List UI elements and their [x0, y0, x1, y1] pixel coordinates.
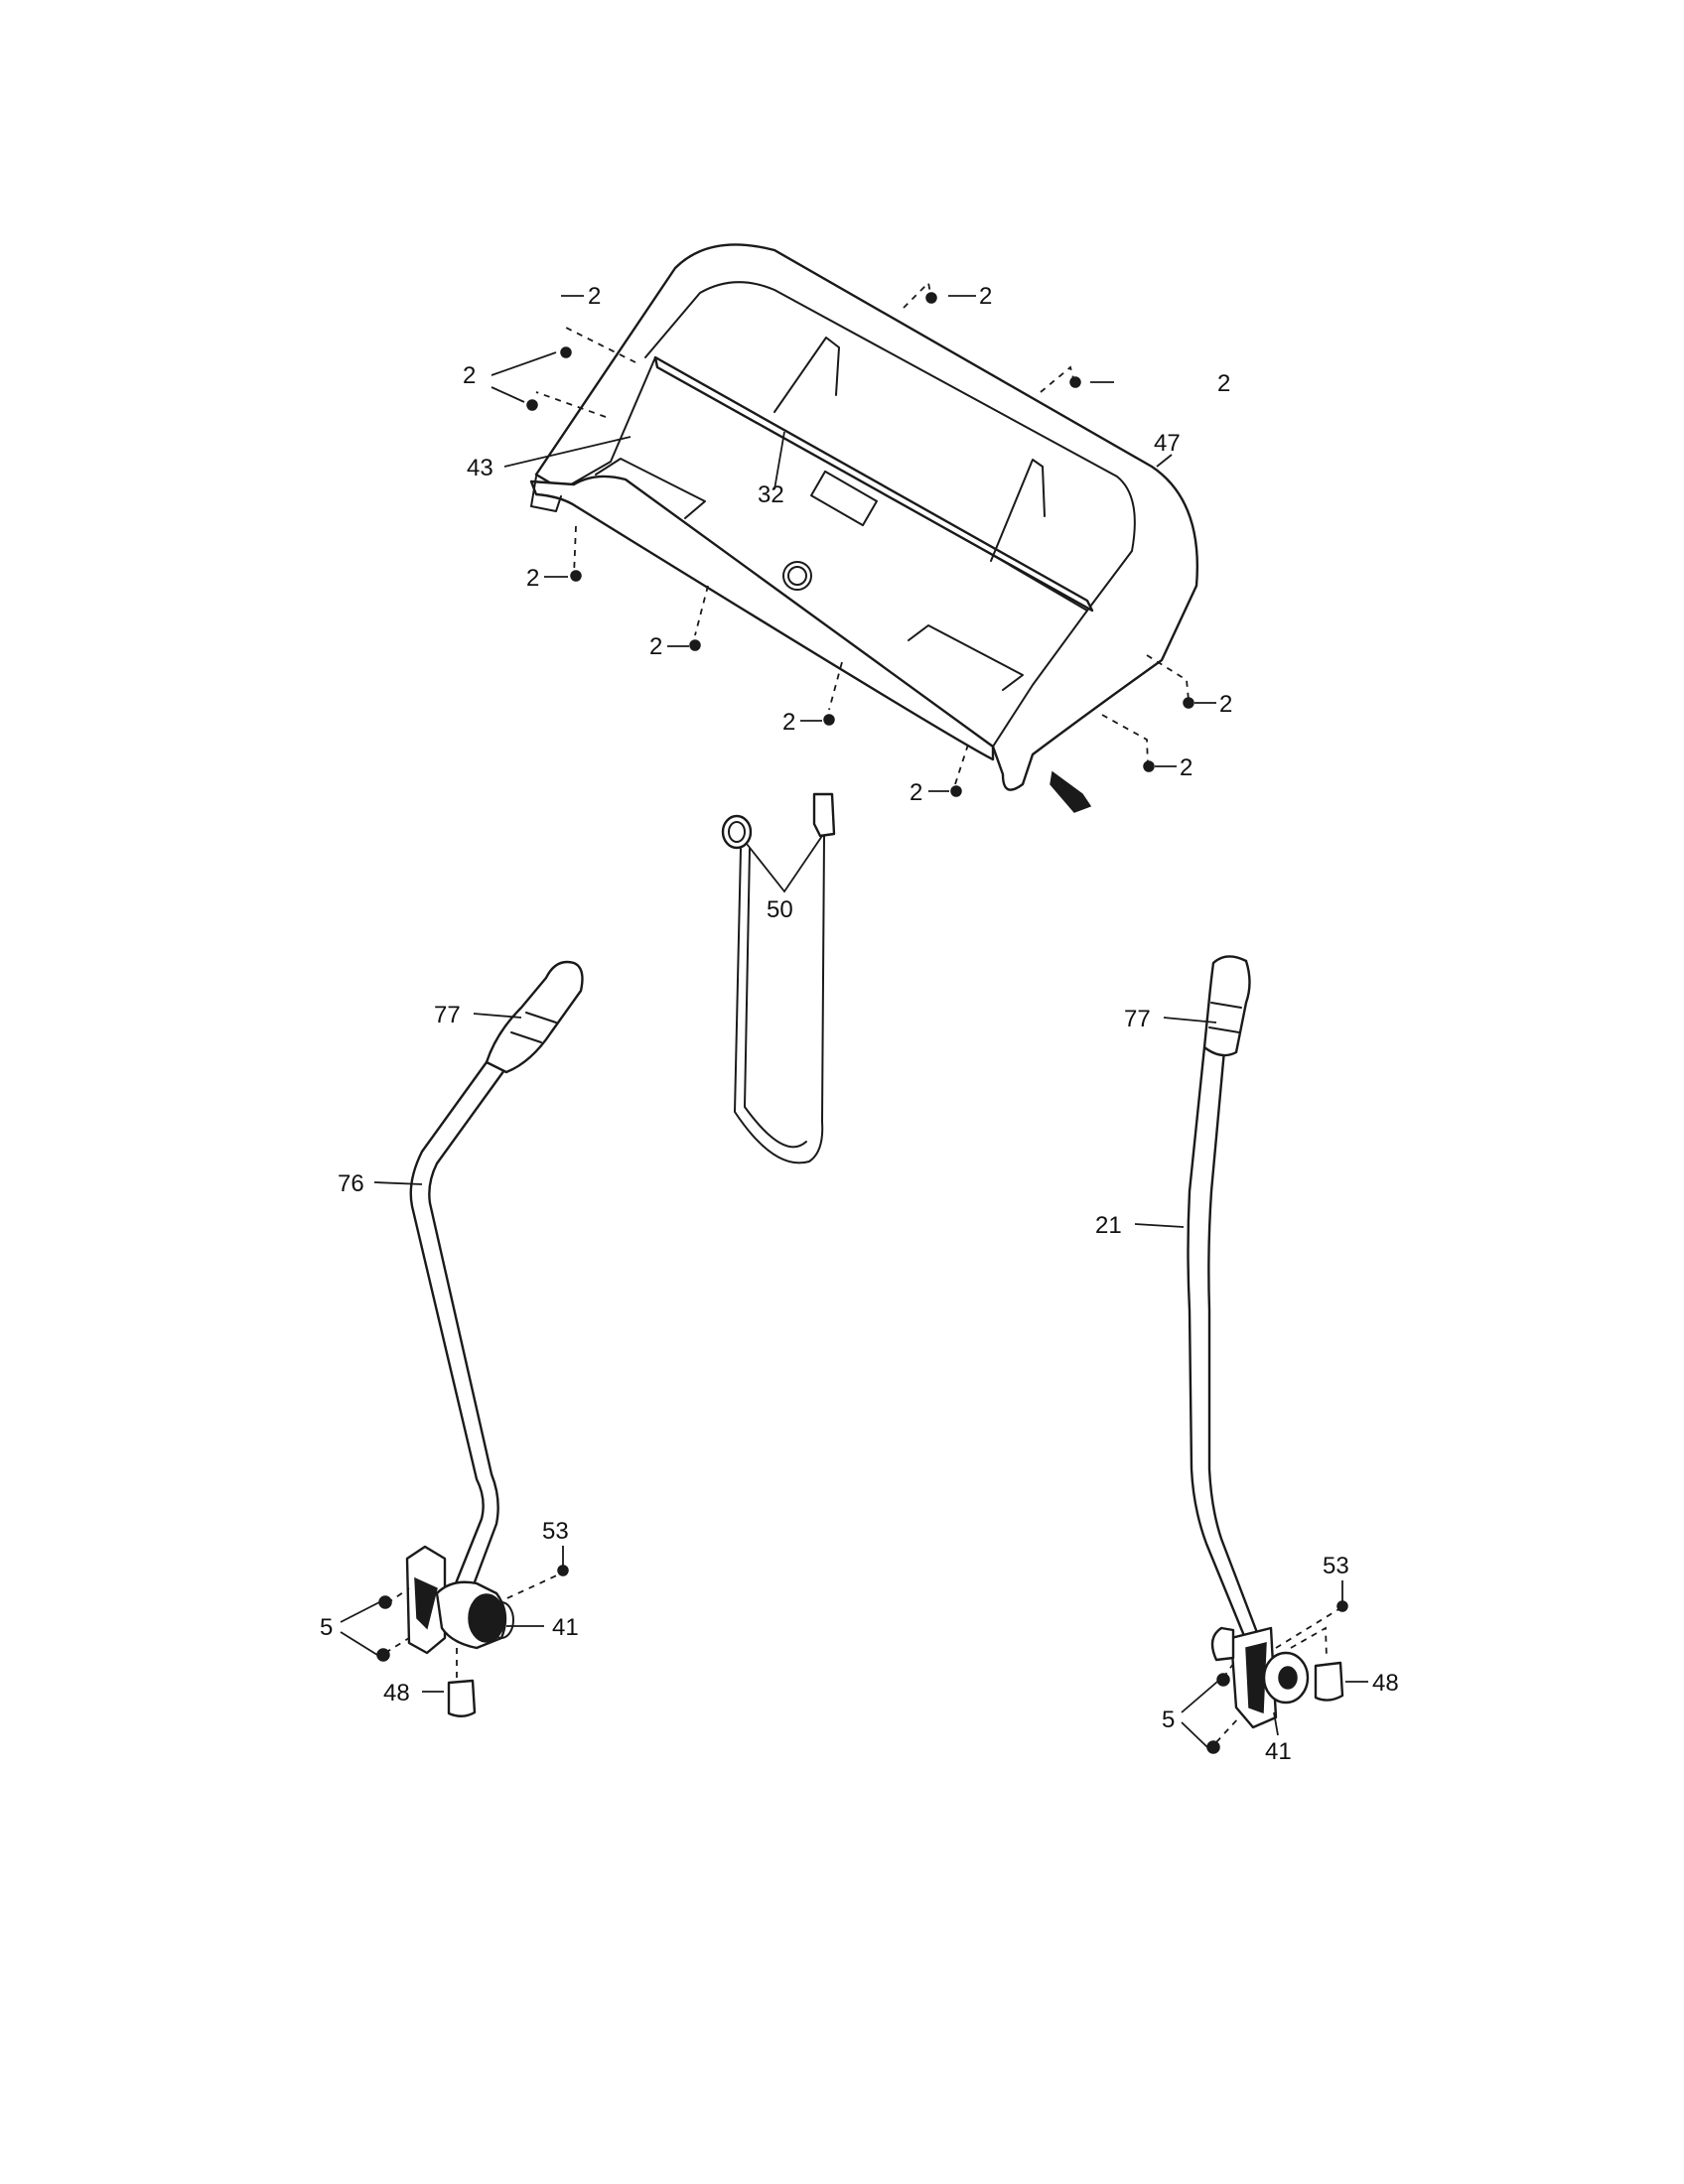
callout-2: 2: [782, 709, 795, 736]
leader-lines: [340, 295, 1368, 1748]
console-display-window: [810, 470, 878, 527]
right-upright-assembly: [1187, 955, 1348, 1754]
callout-50: 50: [767, 896, 793, 923]
callout-47: 47: [1154, 430, 1181, 457]
callout-21: 21: [1095, 1212, 1122, 1239]
screw-icon: [950, 785, 962, 797]
left-upright-assembly: [376, 960, 584, 1717]
console-divider-right: [990, 459, 1046, 562]
callout-2: 2: [526, 565, 539, 592]
callout-2: 2: [1180, 754, 1193, 781]
console-key-hole-outer: [782, 561, 812, 591]
console-pocket-left: [595, 458, 706, 519]
callout-5: 5: [320, 1614, 333, 1641]
key-magnet-ring: [721, 814, 753, 850]
right-end-cap-48: [1314, 1661, 1344, 1702]
callout-labels: 2 2 2 2 2 2 2 2 2 2 43 32 47 50 77 76 77…: [320, 283, 1399, 1765]
left-knob-cap: [468, 1593, 505, 1643]
left-end-cap-48: [447, 1679, 477, 1717]
callout-41: 41: [1265, 1738, 1292, 1765]
right-upright-tube-21: [1187, 1045, 1263, 1650]
callout-48: 48: [383, 1680, 410, 1706]
callout-48: 48: [1372, 1670, 1399, 1697]
key-cord-loop-inner: [744, 848, 807, 1149]
callout-77: 77: [1124, 1006, 1151, 1032]
console-frame-inner-edge: [644, 281, 1136, 612]
left-grip-77: [485, 960, 584, 1074]
console-pocket-right: [908, 624, 1024, 691]
console-key-hole-inner: [787, 566, 807, 586]
nut-icon: [378, 1595, 392, 1609]
callout-5: 5: [1162, 1706, 1175, 1733]
callout-2: 2: [1217, 370, 1230, 397]
console-divider-left: [773, 337, 840, 413]
screw-icon: [570, 570, 582, 582]
nut-icon: [1216, 1673, 1230, 1687]
key-clip: [812, 792, 836, 838]
callout-77: 77: [434, 1002, 461, 1028]
screw-icon: [823, 714, 835, 726]
console-assembly: [529, 243, 1198, 813]
bolt-icon: [557, 1565, 569, 1576]
callout-2: 2: [649, 633, 662, 660]
console-tray-43: [529, 475, 995, 761]
screw-icon: [560, 346, 572, 358]
screw-icon: [1183, 697, 1194, 709]
callout-2: 2: [979, 283, 992, 310]
callout-2: 2: [463, 362, 476, 389]
screw-icon: [689, 639, 701, 651]
callout-53: 53: [542, 1518, 569, 1545]
callout-53: 53: [1323, 1553, 1349, 1579]
screws-2: [526, 281, 1194, 797]
nut-icon: [376, 1648, 390, 1662]
screw-icon: [1143, 760, 1155, 772]
console-left-end: [530, 476, 562, 512]
callout-32: 32: [758, 481, 784, 508]
callout-76: 76: [338, 1170, 364, 1197]
bolt-icon: [1336, 1600, 1348, 1612]
callout-2: 2: [588, 283, 601, 310]
left-upright-tube-76: [409, 1060, 506, 1605]
console-strip-32: [653, 355, 1094, 613]
screw-icon: [925, 292, 937, 304]
callout-43: 43: [467, 455, 493, 481]
callout-41: 41: [552, 1614, 579, 1641]
nut-icon: [1206, 1740, 1220, 1754]
screw-icon: [1069, 376, 1081, 388]
key-cord-loop: [734, 835, 825, 1164]
callout-2: 2: [910, 779, 922, 806]
safety-key-50: [721, 792, 836, 1164]
callout-2: 2: [1219, 691, 1232, 718]
screw-icon: [526, 399, 538, 411]
console-wire-connector: [1050, 770, 1092, 813]
